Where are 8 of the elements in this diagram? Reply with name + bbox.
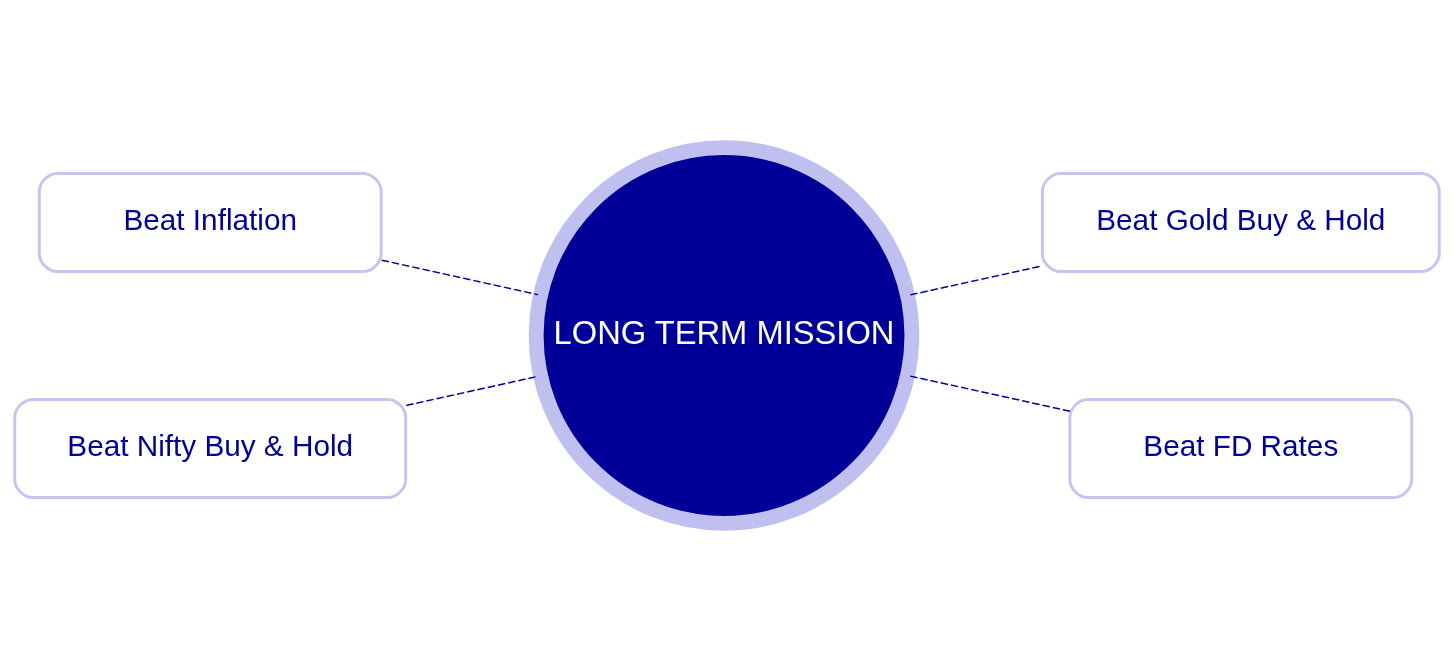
node-box: Beat FD Rates: [1068, 397, 1414, 499]
node-box: Beat Gold Buy & Hold: [1040, 171, 1441, 273]
node-circle: LONG TERM MISSION: [528, 139, 920, 531]
node-box: Beat Inflation: [37, 171, 383, 273]
connector: [909, 374, 1071, 412]
node-box: Beat Nifty Buy & Hold: [13, 397, 408, 499]
connector: [405, 375, 539, 406]
connector: [381, 258, 539, 295]
